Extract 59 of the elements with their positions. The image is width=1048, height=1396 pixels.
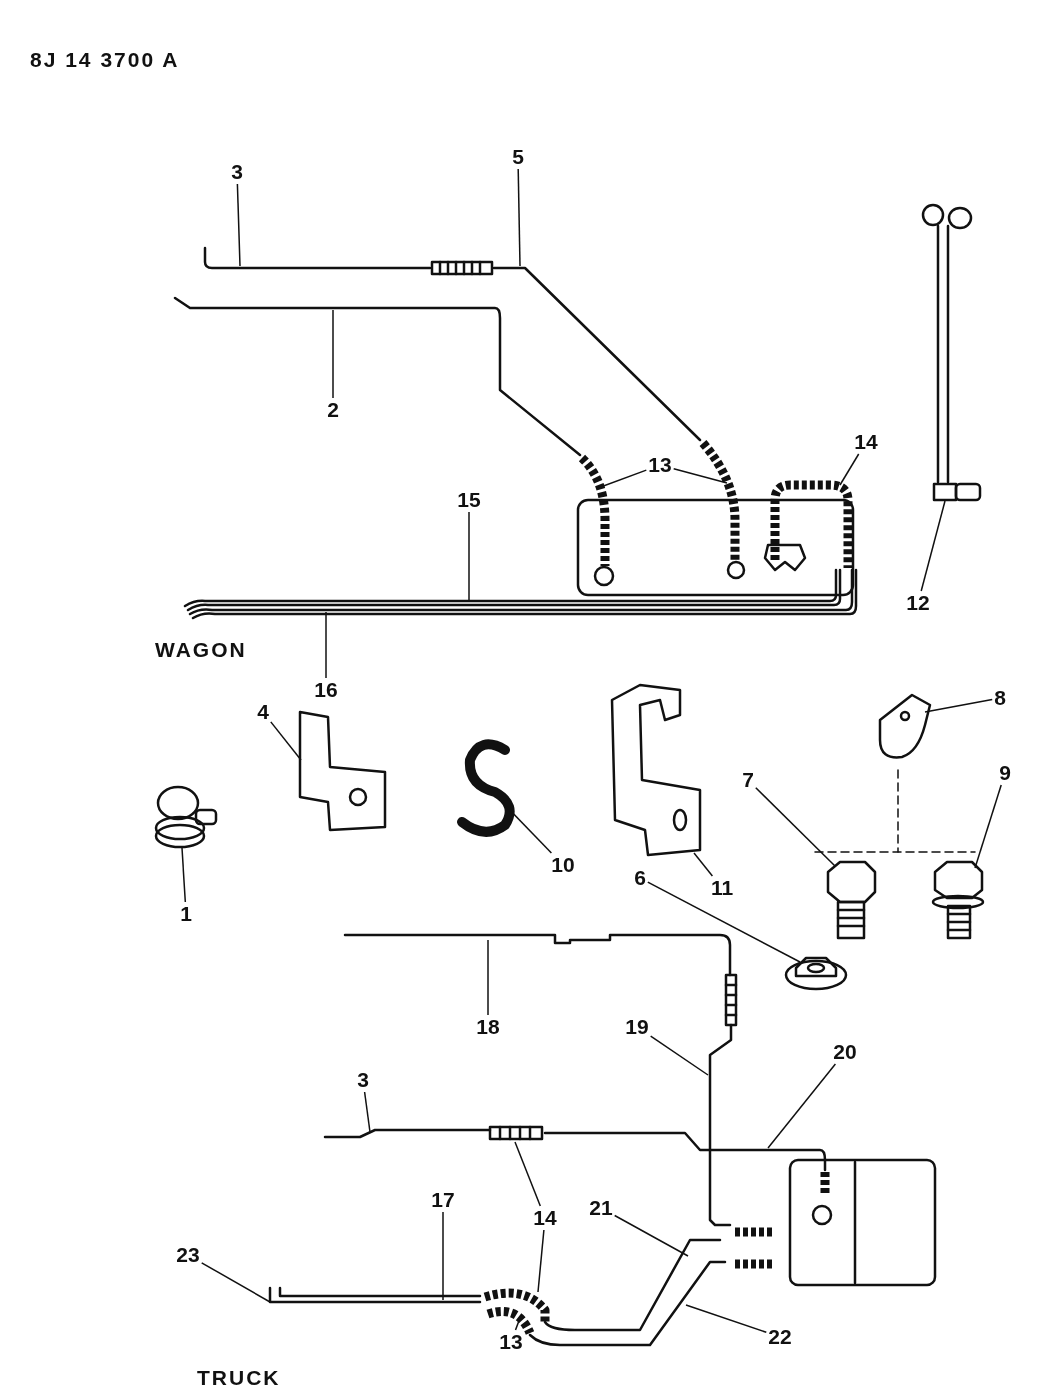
- callout-number: 5: [510, 145, 526, 169]
- link-rod-drawing: [921, 203, 982, 502]
- leader-line: [767, 1063, 837, 1149]
- callout-number: 4: [255, 700, 271, 724]
- callout-number: 21: [587, 1196, 615, 1220]
- callout-number: 19: [623, 1015, 651, 1039]
- callout-number: 3: [229, 160, 245, 184]
- leader-line: [517, 168, 521, 267]
- leader-line: [672, 467, 728, 484]
- leader-line: [468, 511, 470, 601]
- callout-number: 6: [632, 866, 648, 890]
- leader-line: [442, 1211, 444, 1301]
- leader-line: [685, 1304, 768, 1334]
- callout-number: 11: [708, 876, 736, 900]
- leader-line: [920, 500, 946, 592]
- callout-number: 14: [531, 1206, 559, 1230]
- callout-number: 16: [312, 678, 340, 702]
- callout-number: 17: [429, 1188, 457, 1212]
- leader-line: [514, 1141, 542, 1207]
- leader-line: [597, 469, 648, 489]
- leader-line: [514, 1317, 521, 1331]
- callout-number: 15: [455, 488, 483, 512]
- leader-line: [200, 1262, 271, 1303]
- callout-number: 13: [497, 1330, 525, 1354]
- leader-line: [839, 453, 860, 486]
- leader-line: [613, 1214, 689, 1257]
- callout-number: 7: [740, 768, 756, 792]
- callout-number: 14: [852, 430, 880, 454]
- callout-number: 20: [831, 1040, 859, 1064]
- callout-number: 10: [549, 853, 577, 877]
- leader-line: [363, 1091, 371, 1133]
- callout-number: 8: [992, 686, 1008, 710]
- leader-line: [487, 939, 489, 1016]
- callout-number: 1: [178, 902, 194, 926]
- section-label: WAGON: [155, 638, 247, 662]
- drawing-number: 8J 14 3700 A: [30, 48, 180, 72]
- leader-line: [647, 881, 801, 963]
- leader-line: [649, 1035, 709, 1076]
- bracket-drawing: [610, 683, 702, 857]
- section-label: TRUCK: [197, 1366, 281, 1390]
- bracket-drawing: [298, 710, 387, 832]
- callout-number: 2: [325, 398, 341, 422]
- leader-line: [755, 787, 836, 867]
- leader-line: [236, 183, 241, 267]
- callout-number: 3: [355, 1068, 371, 1092]
- leader-line: [270, 721, 302, 761]
- leader-line: [693, 852, 714, 877]
- leader-line: [537, 1229, 545, 1293]
- callout-number: 9: [997, 761, 1013, 785]
- callout-number: 23: [174, 1243, 202, 1267]
- leader-line: [974, 784, 1002, 869]
- callout-number: 12: [904, 591, 932, 615]
- leader-line: [181, 847, 187, 903]
- callout-number: 22: [766, 1325, 794, 1349]
- callout-number: 18: [474, 1015, 502, 1039]
- leader-line: [325, 611, 327, 679]
- callout-number: 13: [646, 453, 674, 477]
- leader-line: [332, 309, 334, 399]
- leader-line: [924, 698, 993, 713]
